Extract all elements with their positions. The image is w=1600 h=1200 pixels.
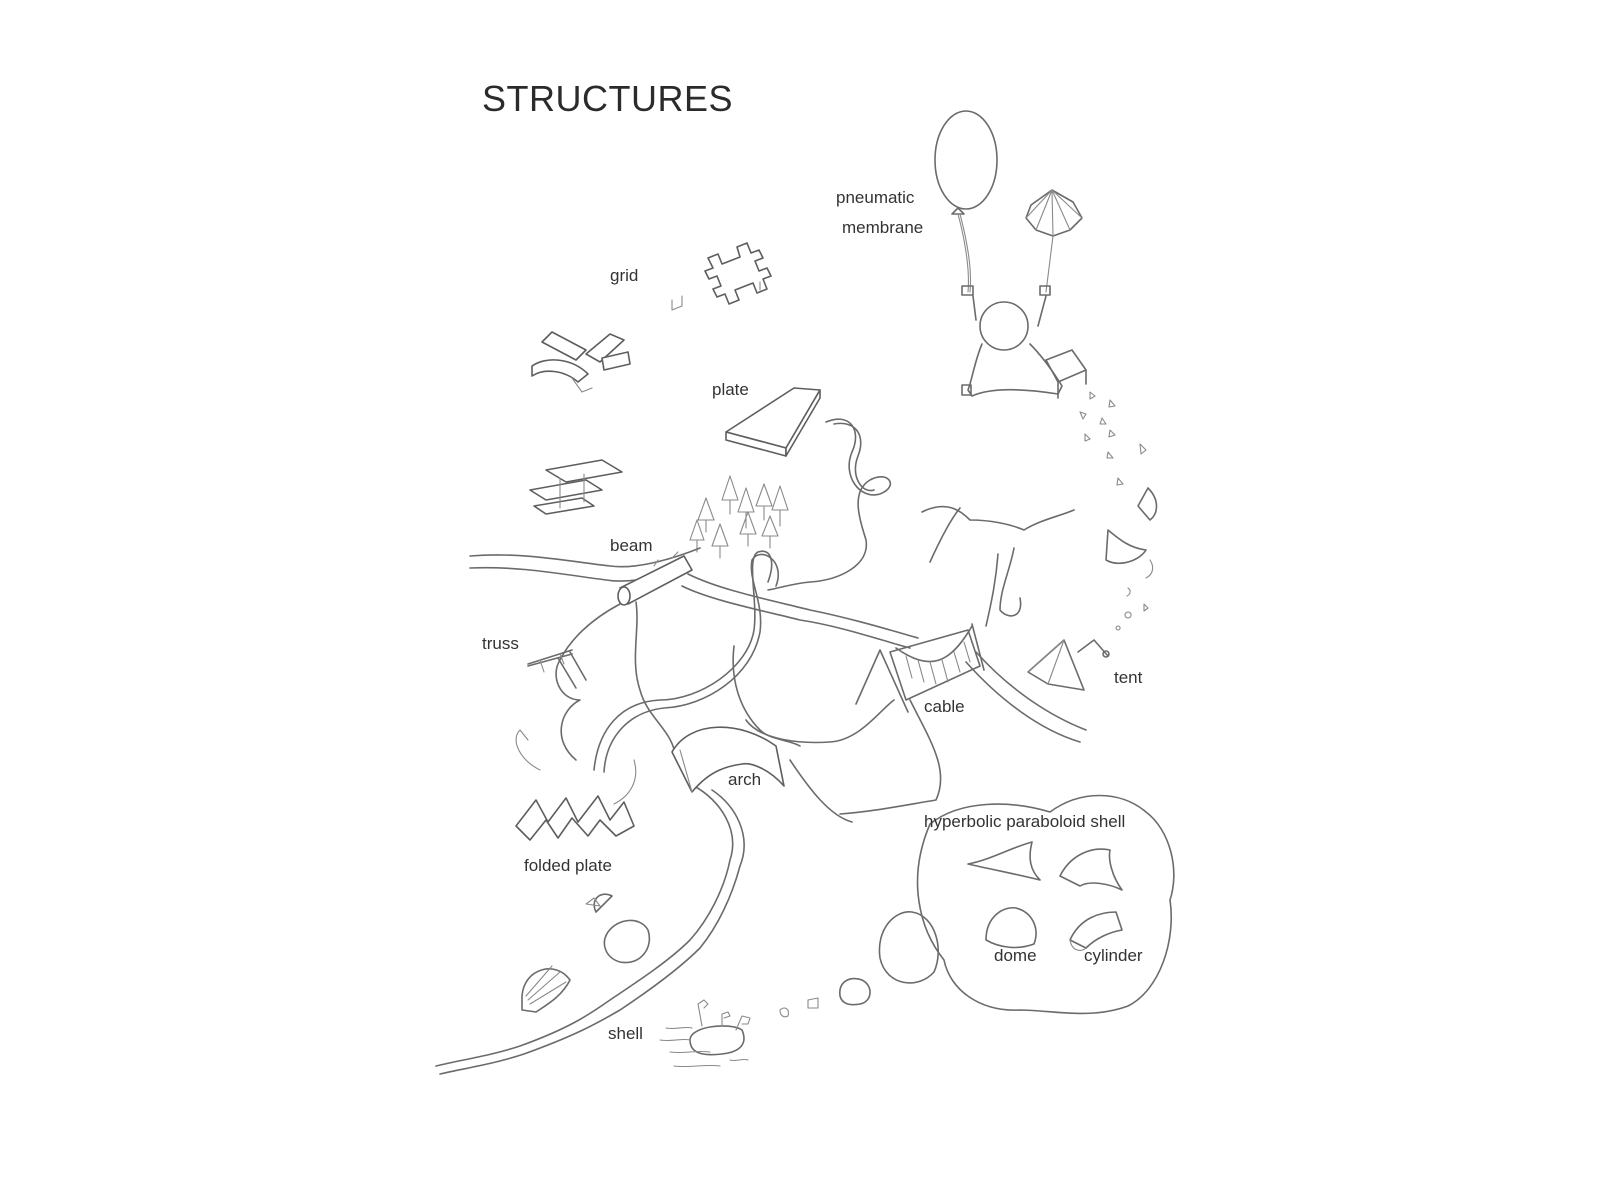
label-arch: arch: [728, 770, 762, 789]
stepping-stones: [779, 911, 939, 1018]
crab-sketch: [659, 999, 751, 1068]
truss-sketch: [527, 649, 587, 689]
label-membrane: membrane: [842, 218, 924, 237]
arch-sketch: [671, 726, 785, 793]
plate-sketch: [725, 387, 821, 457]
label-tent: tent: [1114, 668, 1143, 687]
ribbon-roads: [593, 418, 892, 773]
curved-plates-sketch: [531, 331, 631, 393]
label-cylinder: cylinder: [1084, 946, 1143, 965]
page-title: STRUCTURES: [482, 78, 734, 119]
shell-group-blob: [916, 794, 1175, 1015]
label-pneumatic: pneumatic: [836, 188, 915, 207]
cable-bridge-sketch: [855, 623, 985, 713]
grid-sketch: [671, 242, 772, 311]
label-cable: cable: [924, 697, 965, 716]
label-grid: grid: [610, 266, 639, 285]
label-truss: truss: [482, 634, 519, 653]
label-beam: beam: [610, 536, 653, 555]
trees-sketch: [689, 475, 789, 559]
label-dome: dome: [994, 946, 1037, 965]
beams-stack-sketch: [529, 459, 623, 515]
beam-log-sketch: [617, 551, 693, 606]
label-hyperbolic-paraboloid-shell: hyperbolic paraboloid shell: [924, 812, 1126, 831]
label-folded-plate: folded plate: [524, 856, 612, 875]
folded-plate-sketch: [515, 729, 637, 841]
label-plate: plate: [712, 380, 749, 399]
label-shell: shell: [608, 1024, 643, 1043]
tent-sketch: [1027, 639, 1110, 691]
seashell-sketch: [521, 893, 651, 1013]
terrain-lines: [435, 505, 1087, 1075]
pneumatic-balloon-figure: [934, 110, 1158, 631]
